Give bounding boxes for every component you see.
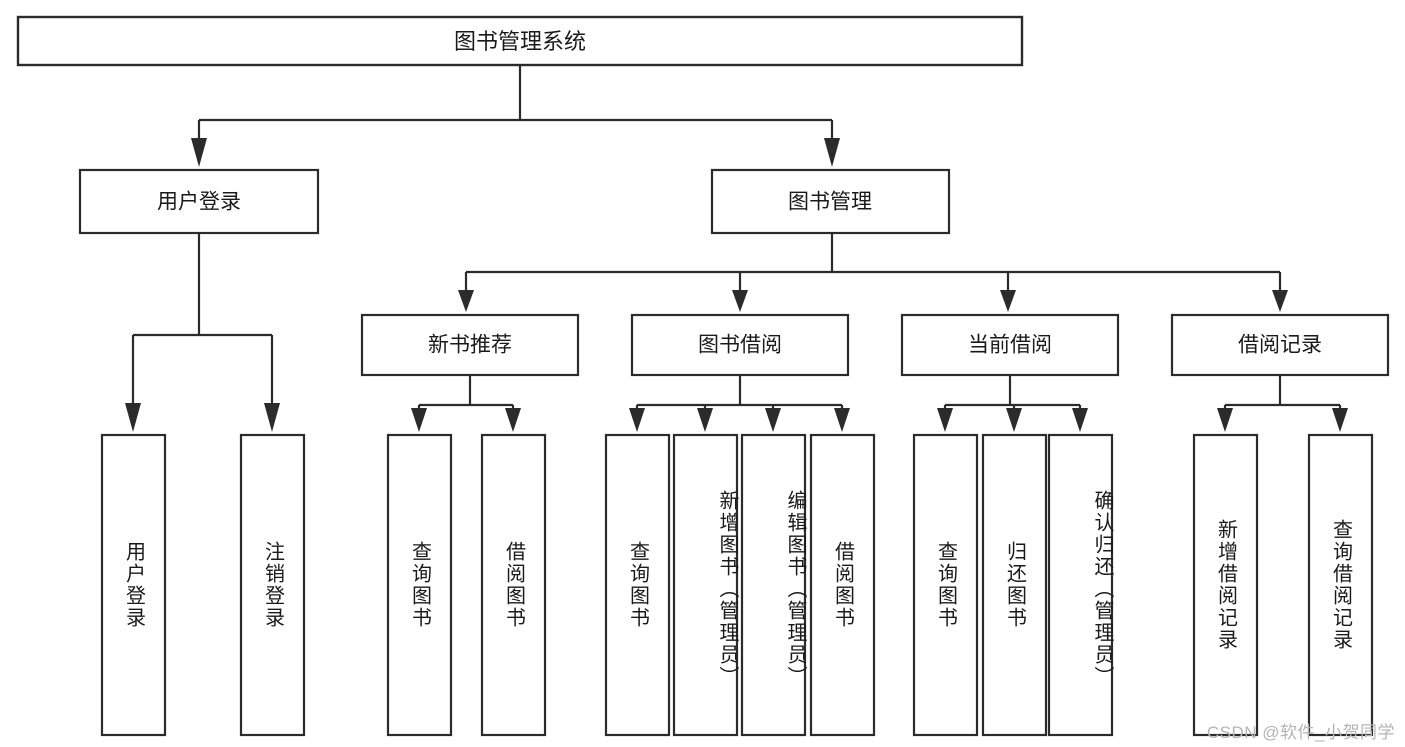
arrowhead-new-book-recommend — [458, 290, 474, 312]
arrowhead-leaf-query-book-1 — [411, 408, 427, 432]
arrowhead-user-login — [191, 138, 207, 167]
arrowhead-leaf-user-login — [125, 403, 141, 432]
arrowhead-leaf-confirm-return — [1072, 408, 1088, 432]
arrowhead-leaf-add-book — [697, 408, 713, 432]
arrowhead-leaf-add-record — [1217, 408, 1233, 432]
node-leaf-query-book-2-box[interactable] — [604, 433, 671, 737]
node-leaf-edit-book-box[interactable] — [740, 433, 807, 737]
arrowhead-leaf-query-record — [1332, 408, 1348, 432]
node-leaf-query-book-1-box[interactable] — [386, 433, 453, 737]
node-current-borrow-box[interactable] — [900, 313, 1120, 377]
node-leaf-return-book-box[interactable] — [981, 433, 1048, 737]
connector-layer — [125, 65, 1348, 432]
node-new-book-recommend[interactable]: 新书推荐 — [360, 313, 580, 377]
node-book-manage-label: 图书管理 — [788, 191, 872, 214]
arrowhead-book-manage — [824, 138, 840, 167]
node-borrow-record-label: 借阅记录 — [1238, 334, 1322, 357]
node-current-borrow-label: 当前借阅 — [968, 334, 1052, 357]
arrowhead-leaf-borrow-book-2 — [834, 408, 850, 432]
arrowhead-leaf-return-book — [1006, 408, 1022, 432]
arrowhead-borrow-record — [1272, 290, 1288, 312]
arrowhead-book-borrow — [732, 290, 748, 312]
arrowhead-leaf-user-logout — [264, 403, 280, 432]
node-leaf-user-logout-box[interactable] — [239, 433, 306, 737]
node-book-borrow-label: 图书借阅 — [698, 334, 782, 357]
node-leaf-add-record-box[interactable] — [1192, 433, 1259, 737]
watermark-text: CSDN @软件_小贺同学 — [1206, 723, 1395, 742]
node-leaf-query-book-3-box[interactable] — [912, 433, 979, 737]
node-leaf-add-book-box[interactable] — [672, 433, 739, 737]
node-leaf-borrow-book-2-box[interactable] — [809, 433, 876, 737]
arrowhead-leaf-borrow-book-1 — [505, 408, 521, 432]
node-root-box[interactable] — [16, 15, 1024, 67]
node-user-login-box[interactable] — [78, 168, 320, 235]
node-borrow-record-box[interactable] — [1170, 313, 1390, 377]
node-current-borrow[interactable]: 当前借阅 — [900, 313, 1120, 377]
node-user-login-label: 用户登录 — [157, 191, 241, 214]
node-layer: 图书管理系统 用户登录 图书管理 新书推荐 图书借阅 当前 — [16, 15, 1390, 737]
node-book-borrow-box[interactable] — [630, 313, 850, 377]
node-root-label: 图书管理系统 — [454, 29, 586, 54]
node-leaf-user-login-box[interactable] — [100, 433, 167, 737]
node-new-book-recommend-box[interactable] — [360, 313, 580, 377]
node-book-manage[interactable]: 图书管理 — [710, 168, 951, 235]
node-new-book-recommend-label: 新书推荐 — [428, 334, 512, 357]
node-leaf-confirm-return-box[interactable] — [1047, 433, 1114, 737]
node-book-borrow[interactable]: 图书借阅 — [630, 313, 850, 377]
node-leaf-borrow-book-1-box[interactable] — [480, 433, 547, 737]
node-root[interactable]: 图书管理系统 — [16, 15, 1024, 67]
node-book-manage-box[interactable] — [710, 168, 951, 235]
node-leaf-query-record-box[interactable] — [1307, 433, 1374, 737]
node-borrow-record[interactable]: 借阅记录 — [1170, 313, 1390, 377]
node-user-login[interactable]: 用户登录 — [78, 168, 320, 235]
arrowhead-leaf-query-book-2 — [629, 408, 645, 432]
arrowhead-leaf-query-book-3 — [937, 408, 953, 432]
arrowhead-leaf-edit-book — [765, 408, 781, 432]
arrowhead-current-borrow — [1000, 290, 1016, 312]
